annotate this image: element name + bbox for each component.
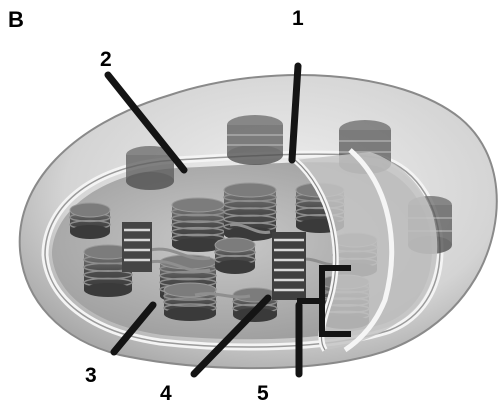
- label-2: 2: [100, 48, 112, 71]
- label-3: 3: [85, 364, 97, 387]
- label-4: 4: [160, 382, 172, 405]
- label-5: 5: [257, 382, 269, 405]
- granum-stack: [215, 238, 255, 274]
- thylakoid-granum: [272, 232, 306, 300]
- granum-stack: [70, 203, 110, 239]
- label-1: 1: [292, 7, 304, 30]
- granum-stack: [164, 283, 216, 321]
- thylakoid-stack-left: [122, 222, 152, 272]
- panel-label: B: [8, 7, 24, 32]
- granum-stack: [233, 288, 277, 322]
